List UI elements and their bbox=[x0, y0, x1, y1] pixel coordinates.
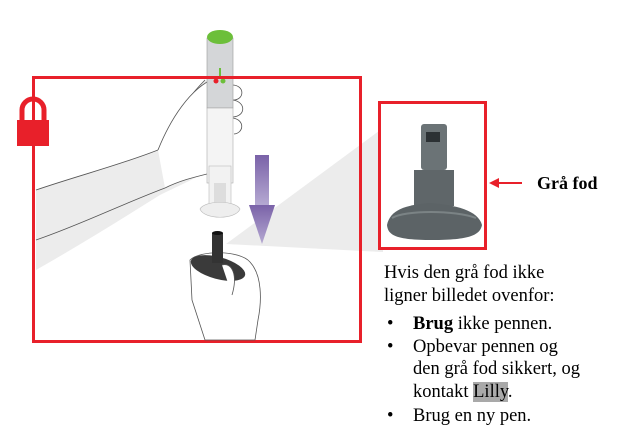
main-frame bbox=[32, 76, 362, 343]
intro-line-2: ligner billedet ovenfor: bbox=[384, 285, 555, 306]
list-item: • Opbevar pennen og den grå fod sikkert,… bbox=[387, 336, 580, 402]
lilly-highlight: Lilly bbox=[473, 381, 508, 402]
left-arrow-icon bbox=[489, 178, 522, 188]
bullet-icon: • bbox=[387, 406, 394, 426]
instruction-intro: Hvis den grå fod ikke ligner billedet ov… bbox=[384, 262, 629, 307]
grey-foot-photo bbox=[387, 124, 482, 240]
bullet-icon: • bbox=[387, 314, 394, 334]
pen-cap bbox=[207, 30, 233, 44]
instruction-list: • Brug ikke pennen. • Opbevar pennen og … bbox=[384, 313, 629, 428]
down-arrow-icon bbox=[249, 155, 275, 244]
bold-word: Brug bbox=[413, 314, 454, 334]
bullet-icon: • bbox=[387, 336, 394, 357]
list-item: • Brug ikke pennen. bbox=[387, 314, 553, 334]
list-item: • Brug en ny pen. bbox=[387, 406, 532, 426]
padlock-icon bbox=[17, 96, 49, 146]
grey-foot-label: Grå fod bbox=[537, 173, 598, 193]
intro-line-1: Hvis den grå fod ikke bbox=[384, 263, 545, 283]
